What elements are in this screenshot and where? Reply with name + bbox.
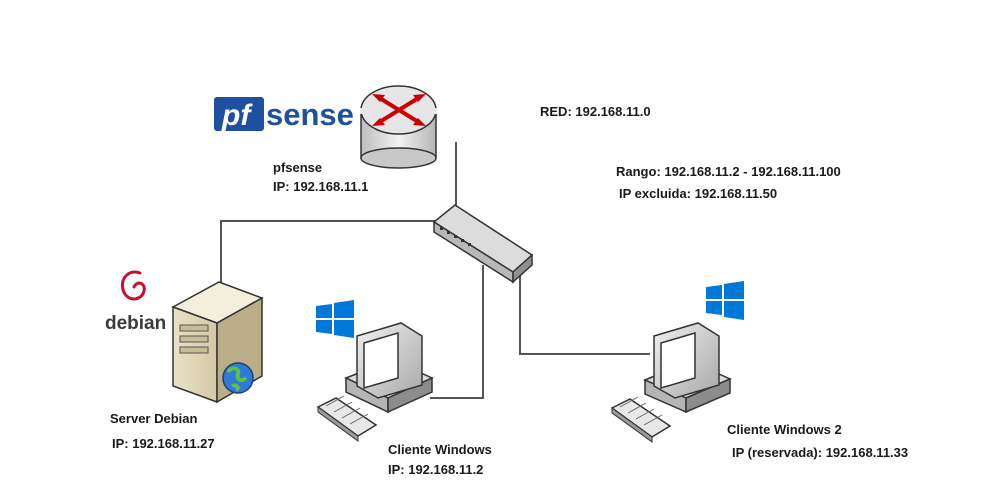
switch-icon — [432, 204, 534, 284]
router-icon — [360, 85, 437, 169]
network-excluded-label: IP excluida: 192.168.11.50 — [619, 186, 778, 201]
svg-text:sense: sense — [266, 97, 354, 132]
client1-ip-label: IP: 192.168.11.2 — [388, 462, 484, 477]
server-ip-label: IP: 192.168.11.27 — [112, 436, 215, 451]
pfsense-logo: pf sense — [214, 97, 354, 132]
client2-ip-label: IP (reservada): 192.168.11.33 — [732, 445, 909, 460]
cable-client1-switch — [430, 265, 484, 399]
client1-name-label: Cliente Windows — [388, 442, 492, 457]
client2-name-label: Cliente Windows 2 — [727, 422, 842, 437]
cable-client2-switch — [519, 272, 650, 355]
windows-logo-icon — [316, 300, 354, 338]
router-name-label: pfsense — [273, 160, 323, 175]
server-icon — [171, 281, 264, 404]
windows-logo-icon — [706, 281, 744, 320]
router-ip-label: IP: 192.168.11.1 — [273, 179, 369, 194]
desktop-computer-icon — [316, 322, 434, 442]
cable-server-switch — [220, 220, 440, 290]
svg-text:pf: pf — [221, 99, 253, 132]
svg-text:debian: debian — [105, 313, 166, 334]
network-range-label: Rango: 192.168.11.2 - 192.168.11.100 — [616, 164, 841, 179]
network-red-label: RED: 192.168.11.0 — [540, 104, 651, 119]
network-cables — [220, 142, 650, 399]
server-name-label: Server Debian — [110, 411, 198, 426]
desktop-computer-icon — [610, 322, 732, 443]
debian-logo: debian — [105, 270, 166, 334]
